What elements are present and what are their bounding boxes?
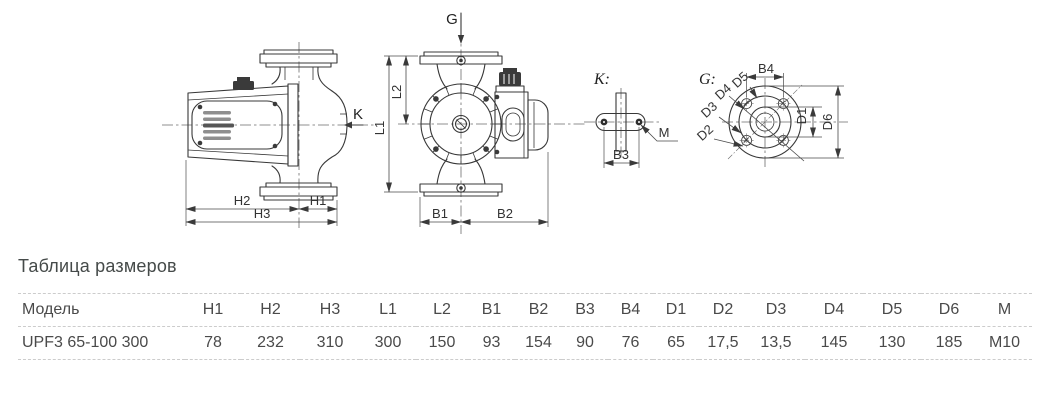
dim-label-d2: D2 <box>694 122 716 144</box>
g-direction-arrow <box>457 35 465 44</box>
cell-d1: 65 <box>667 334 685 351</box>
cell-d4: 145 <box>820 334 848 351</box>
column-header-d3: D3 <box>765 301 787 318</box>
view-title-k: K: <box>593 71 610 88</box>
cell-d6: 185 <box>935 334 963 351</box>
dim-label-b1: B1 <box>432 206 448 221</box>
technical-drawing: K H2 H1 H3 G <box>162 11 848 234</box>
cell-b4: 76 <box>621 334 640 351</box>
table-row: UPF3 65-100 300 78 232 310 300 150 93 15… <box>18 327 1032 360</box>
view-arrow-label-g: G <box>446 11 458 28</box>
cell-model: UPF3 65-100 300 <box>22 334 149 351</box>
cell-d3: 13,5 <box>760 334 792 351</box>
column-header-model: Модель <box>22 301 80 318</box>
column-header-b4: B4 <box>620 301 641 318</box>
table-header-row: Модель H1 H2 H3 L1 L2 B1 B2 B3 B4 D1 D2 … <box>18 293 1032 327</box>
cell-d5: 130 <box>878 334 906 351</box>
column-header-l1: L1 <box>379 301 397 318</box>
column-header-d2: D2 <box>712 301 734 318</box>
cell-l2: 150 <box>428 334 456 351</box>
g-view: G: <box>694 61 848 170</box>
column-header-m: M <box>997 301 1012 318</box>
column-header-h2: H2 <box>260 301 281 318</box>
column-header-d4: D4 <box>823 301 845 318</box>
dim-label-b4: B4 <box>758 61 774 76</box>
dim-label-h1: H1 <box>310 193 327 208</box>
k-view: K: M B3 <box>584 71 678 168</box>
cell-l1: 300 <box>374 334 402 351</box>
column-header-l2: L2 <box>433 301 451 318</box>
column-header-d5: D5 <box>881 301 903 318</box>
cell-b1: 93 <box>482 334 501 351</box>
cell-h3: 310 <box>316 334 344 351</box>
dim-label-d1: D1 <box>794 108 809 125</box>
column-header-d6: D6 <box>938 301 960 318</box>
column-header-b1: B1 <box>481 301 502 318</box>
dim-label-d3: D3 <box>698 99 720 121</box>
dim-label-d5: D5 <box>729 69 751 91</box>
cell-d2: 17,5 <box>707 334 739 351</box>
table-heading: Таблица размеров <box>18 256 177 276</box>
dim-label-b3: B3 <box>613 147 629 162</box>
dim-label-h2: H2 <box>234 193 251 208</box>
column-header-b2: B2 <box>528 301 549 318</box>
dim-label-m: M <box>659 125 670 140</box>
column-header-h3: H3 <box>319 301 341 318</box>
cell-m: M10 <box>988 334 1021 351</box>
column-header-d1: D1 <box>665 301 687 318</box>
column-header-b3: B3 <box>575 301 595 318</box>
k-direction-arrow <box>344 121 352 129</box>
dim-label-b2: B2 <box>497 206 513 221</box>
dim-label-l1: L1 <box>372 121 387 135</box>
cell-b2: 154 <box>525 334 552 351</box>
dim-label-l2: L2 <box>389 85 404 99</box>
dimensions-table: Модель H1 H2 H3 L1 L2 B1 B2 B3 B4 D1 D2 … <box>18 293 1032 360</box>
cell-h2: 232 <box>257 334 284 351</box>
cell-h1: 78 <box>204 334 222 351</box>
cell-b3: 90 <box>576 334 594 351</box>
dim-label-d6: D6 <box>820 114 835 131</box>
view-title-g: G: <box>699 71 716 88</box>
front-view: G <box>372 11 585 234</box>
column-header-h1: H1 <box>202 301 224 318</box>
view-arrow-label-k: K <box>353 106 363 123</box>
side-view: K H2 H1 H3 <box>162 42 374 228</box>
dim-label-h3: H3 <box>254 206 271 221</box>
bolt-holes <box>739 96 791 148</box>
